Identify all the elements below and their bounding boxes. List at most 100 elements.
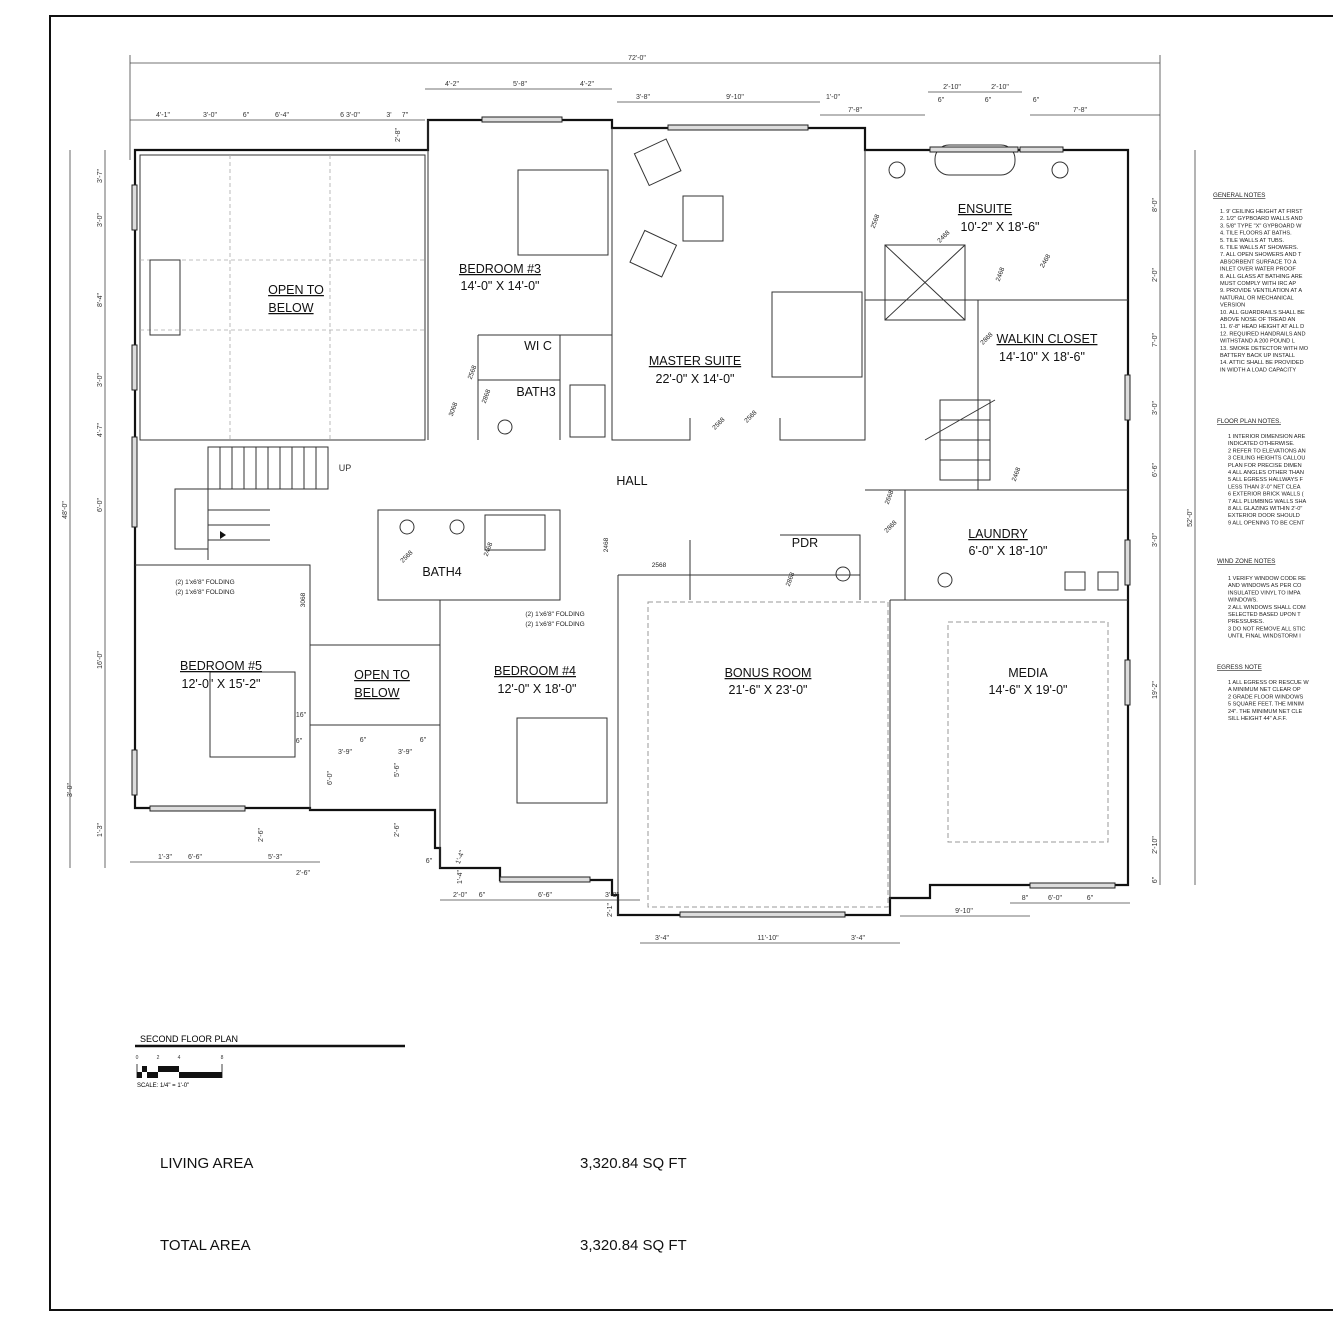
svg-text:2468: 2468 <box>1039 253 1052 269</box>
dimension-lines <box>69 55 1196 944</box>
windows <box>131 116 1131 918</box>
plan-title-block: SECOND FLOOR PLAN 0 2 4 8 SCALE: 1/4" = … <box>135 1034 405 1089</box>
note-line: LESS THAN 3'-0" NET CLEA <box>1228 484 1301 490</box>
svg-text:2'-6": 2'-6" <box>394 823 401 837</box>
svg-text:2468: 2468 <box>995 266 1007 282</box>
svg-text:3'-8": 3'-8" <box>636 94 650 101</box>
svg-text:2'-10": 2'-10" <box>1152 836 1159 854</box>
svg-text:6": 6" <box>1087 895 1094 902</box>
note-line: 3. 5/8" TYPE "X" GYPBOARD W <box>1220 223 1302 229</box>
svg-text:1'-3": 1'-3" <box>97 823 104 837</box>
fireplace <box>149 259 181 336</box>
note-line: 5 ALL EGRESS HALLWAYS F <box>1228 477 1304 483</box>
svg-text:6'-0": 6'-0" <box>97 498 104 512</box>
room-bonus-size: 21'-6" X 23'-0" <box>729 683 808 697</box>
svg-text:3'-4": 3'-4" <box>655 935 669 942</box>
living-area-label: LIVING AREA <box>160 1155 253 1172</box>
svg-text:7": 7" <box>402 112 409 119</box>
room-open-to-below-1-line2: BELOW <box>268 301 313 315</box>
svg-text:6": 6" <box>1033 97 1040 104</box>
svg-text:6'-6": 6'-6" <box>1152 463 1159 477</box>
svg-text:2468: 2468 <box>936 229 951 244</box>
note-line: MUST COMPLY WITH IRC AP <box>1220 281 1296 287</box>
svg-text:16'-0": 16'-0" <box>97 651 104 669</box>
room-ensuite: ENSUITE <box>958 202 1012 216</box>
note-line: 11. 6'-8" HEAD HEIGHT AT ALL D <box>1220 324 1304 330</box>
svg-text:16": 16" <box>296 712 307 719</box>
total-area-value: 3,320.84 SQ FT <box>580 1237 687 1254</box>
note-line: 4 ALL ANGLES OTHER THAN <box>1228 470 1304 476</box>
svg-text:2'-0": 2'-0" <box>1152 268 1159 282</box>
svg-text:6": 6" <box>296 738 303 745</box>
svg-text:6": 6" <box>985 97 992 104</box>
note-line: 5 SQUARE FEET. THE MINIM <box>1228 702 1304 708</box>
note-line: 8 ALL GLAZING WITHIN 2'-0" <box>1228 506 1302 512</box>
svg-text:7'-8": 7'-8" <box>848 107 862 114</box>
room-bedroom-4-size: 12'-0" X 18'-0" <box>498 682 577 696</box>
note-line: INDICATED OTHERWISE. <box>1228 441 1295 447</box>
sink-icon <box>449 519 465 535</box>
closet-door-label: (2) 1'x6'8" FOLDING <box>175 589 234 596</box>
svg-text:2468: 2468 <box>1011 466 1023 482</box>
note-line: WINDOWS. <box>1228 598 1258 604</box>
note-line: 13. SMOKE DETECTOR WITH MO <box>1220 346 1309 352</box>
note-line: ABSORBENT SURFACE TO A <box>1220 259 1297 265</box>
note-line: 3 CEILING HEIGHTS CALLOU <box>1228 456 1305 462</box>
note-line: 10. ALL GUARDRAILS SHALL BE <box>1220 310 1305 316</box>
svg-text:2568: 2568 <box>870 213 882 229</box>
note-line: 14. ATTIC SHALL BE PROVIDED <box>1220 360 1304 366</box>
svg-text:11'-10": 11'-10" <box>757 935 779 942</box>
note-line: INLET OVER WATER PROOF <box>1220 267 1296 273</box>
svg-text:6": 6" <box>479 892 486 899</box>
svg-text:3'-0": 3'-0" <box>1152 533 1159 547</box>
room-master-suite-size: 22'-0" X 14'-0" <box>656 372 735 386</box>
svg-text:2'-0": 2'-0" <box>453 892 467 899</box>
svg-text:6'-4": 6'-4" <box>275 112 289 119</box>
room-wic: WI C <box>524 339 552 353</box>
chair-icon <box>633 138 682 187</box>
note-line: VERSION <box>1220 303 1245 309</box>
bathtub-icon <box>934 144 1016 176</box>
svg-text:6'-0": 6'-0" <box>327 771 334 785</box>
svg-text:6'-0": 6'-0" <box>1048 895 1062 902</box>
svg-text:5'-3": 5'-3" <box>268 854 282 861</box>
note-line: 8. ALL GLASS AT BATHING ARE <box>1220 274 1303 280</box>
note-line: 6. TILE WALLS AT SHOWERS. <box>1220 245 1299 251</box>
area-summary: LIVING AREA 3,320.84 SQ FT TOTAL AREA 3,… <box>160 1155 687 1254</box>
room-bath4: BATH4 <box>422 565 461 579</box>
room-bath3: BATH3 <box>516 385 555 399</box>
svg-text:2868: 2868 <box>481 388 493 404</box>
note-line: 6 EXTERIOR BRICK WALLS ( <box>1228 492 1304 498</box>
svg-text:1'-4": 1'-4" <box>455 849 467 865</box>
note-line: 1 VERIFY WINDOW CODE RE <box>1228 576 1306 582</box>
svg-text:4'-2": 4'-2" <box>445 81 459 88</box>
svg-text:2'-6": 2'-6" <box>258 828 265 842</box>
note-line: 9. PROVIDE VENTILATION AT A <box>1220 288 1302 294</box>
svg-text:2'-10": 2'-10" <box>991 84 1009 91</box>
note-line: UNTIL FINAL WINDSTORM I <box>1228 634 1301 640</box>
note-line: PLAN FOR PRECISE DIMEN <box>1228 463 1302 469</box>
svg-text:7'-8": 7'-8" <box>1073 107 1087 114</box>
shower-icon <box>484 514 546 551</box>
note-line: 2 GRADE FLOOR WINDOWS <box>1228 694 1303 700</box>
svg-text:3068: 3068 <box>300 592 307 607</box>
room-open-to-below-2: OPEN TO <box>354 668 410 682</box>
svg-text:GENERAL NOTES: GENERAL NOTES <box>1213 192 1265 199</box>
chair-icon <box>629 229 678 278</box>
scale-bar: 0 2 4 8 <box>136 1055 224 1078</box>
note-line: 1 ALL EGRESS OR RESCUE W <box>1228 680 1309 686</box>
closet-door-labels: (2) 1'x6'8" FOLDING (2) 1'x6'8" FOLDING … <box>175 579 584 628</box>
note-line: INSULATED VINYL TO IMPA <box>1228 590 1301 596</box>
svg-text:6": 6" <box>420 737 427 744</box>
svg-text:52'-0": 52'-0" <box>1187 509 1194 527</box>
svg-text:3'-0": 3'-0" <box>67 783 74 797</box>
svg-text:7'-0": 7'-0" <box>1152 333 1159 347</box>
sink-icon <box>835 566 851 582</box>
note-line: IN WIDTH A LOAD CAPACITY <box>1220 367 1296 373</box>
svg-text:6 3'-0": 6 3'-0" <box>340 112 360 119</box>
svg-text:1'-0": 1'-0" <box>826 94 840 101</box>
plan-title: SECOND FLOOR PLAN <box>140 1034 238 1044</box>
bed-icon <box>517 169 609 256</box>
room-open-to-below-1: OPEN TO <box>268 283 324 297</box>
staircase <box>174 399 996 560</box>
